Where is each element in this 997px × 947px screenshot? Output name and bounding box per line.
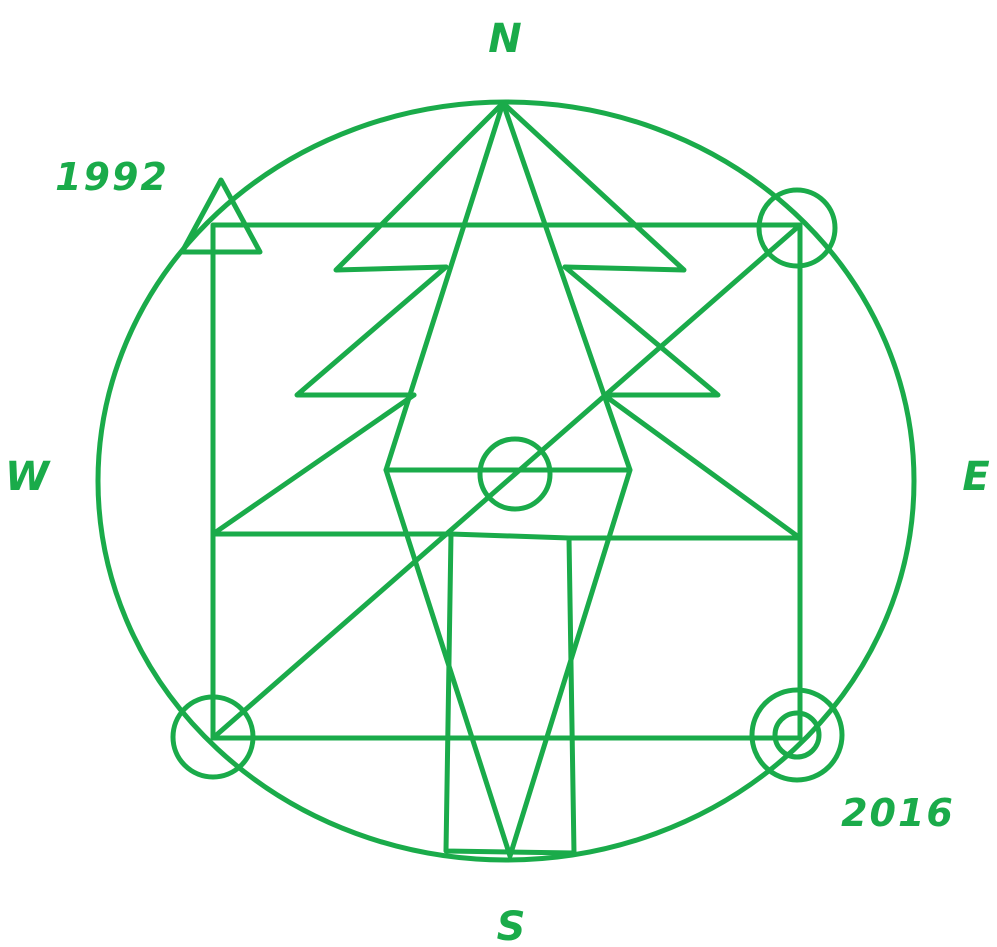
diagram-strokes (98, 102, 914, 860)
tree-middle-branch-right (565, 267, 718, 395)
tree-lower-branch-left (213, 395, 451, 534)
north-label: N (488, 16, 521, 62)
west-label: W (5, 454, 51, 500)
diagonal-line (213, 225, 800, 738)
end-circle-marker-inner (775, 713, 819, 757)
end-circle-marker-outer (752, 690, 842, 780)
tree-lower-branch-right (569, 395, 800, 538)
south-label: S (497, 904, 526, 947)
start-triangle-marker (182, 180, 260, 252)
tree-middle-branch-left (297, 267, 446, 395)
end-year-label: 2016 (841, 791, 955, 835)
root-triangle (386, 470, 630, 856)
start-year-label: 1992 (55, 155, 169, 199)
east-label: E (962, 454, 989, 500)
tree-trunk (446, 534, 574, 853)
